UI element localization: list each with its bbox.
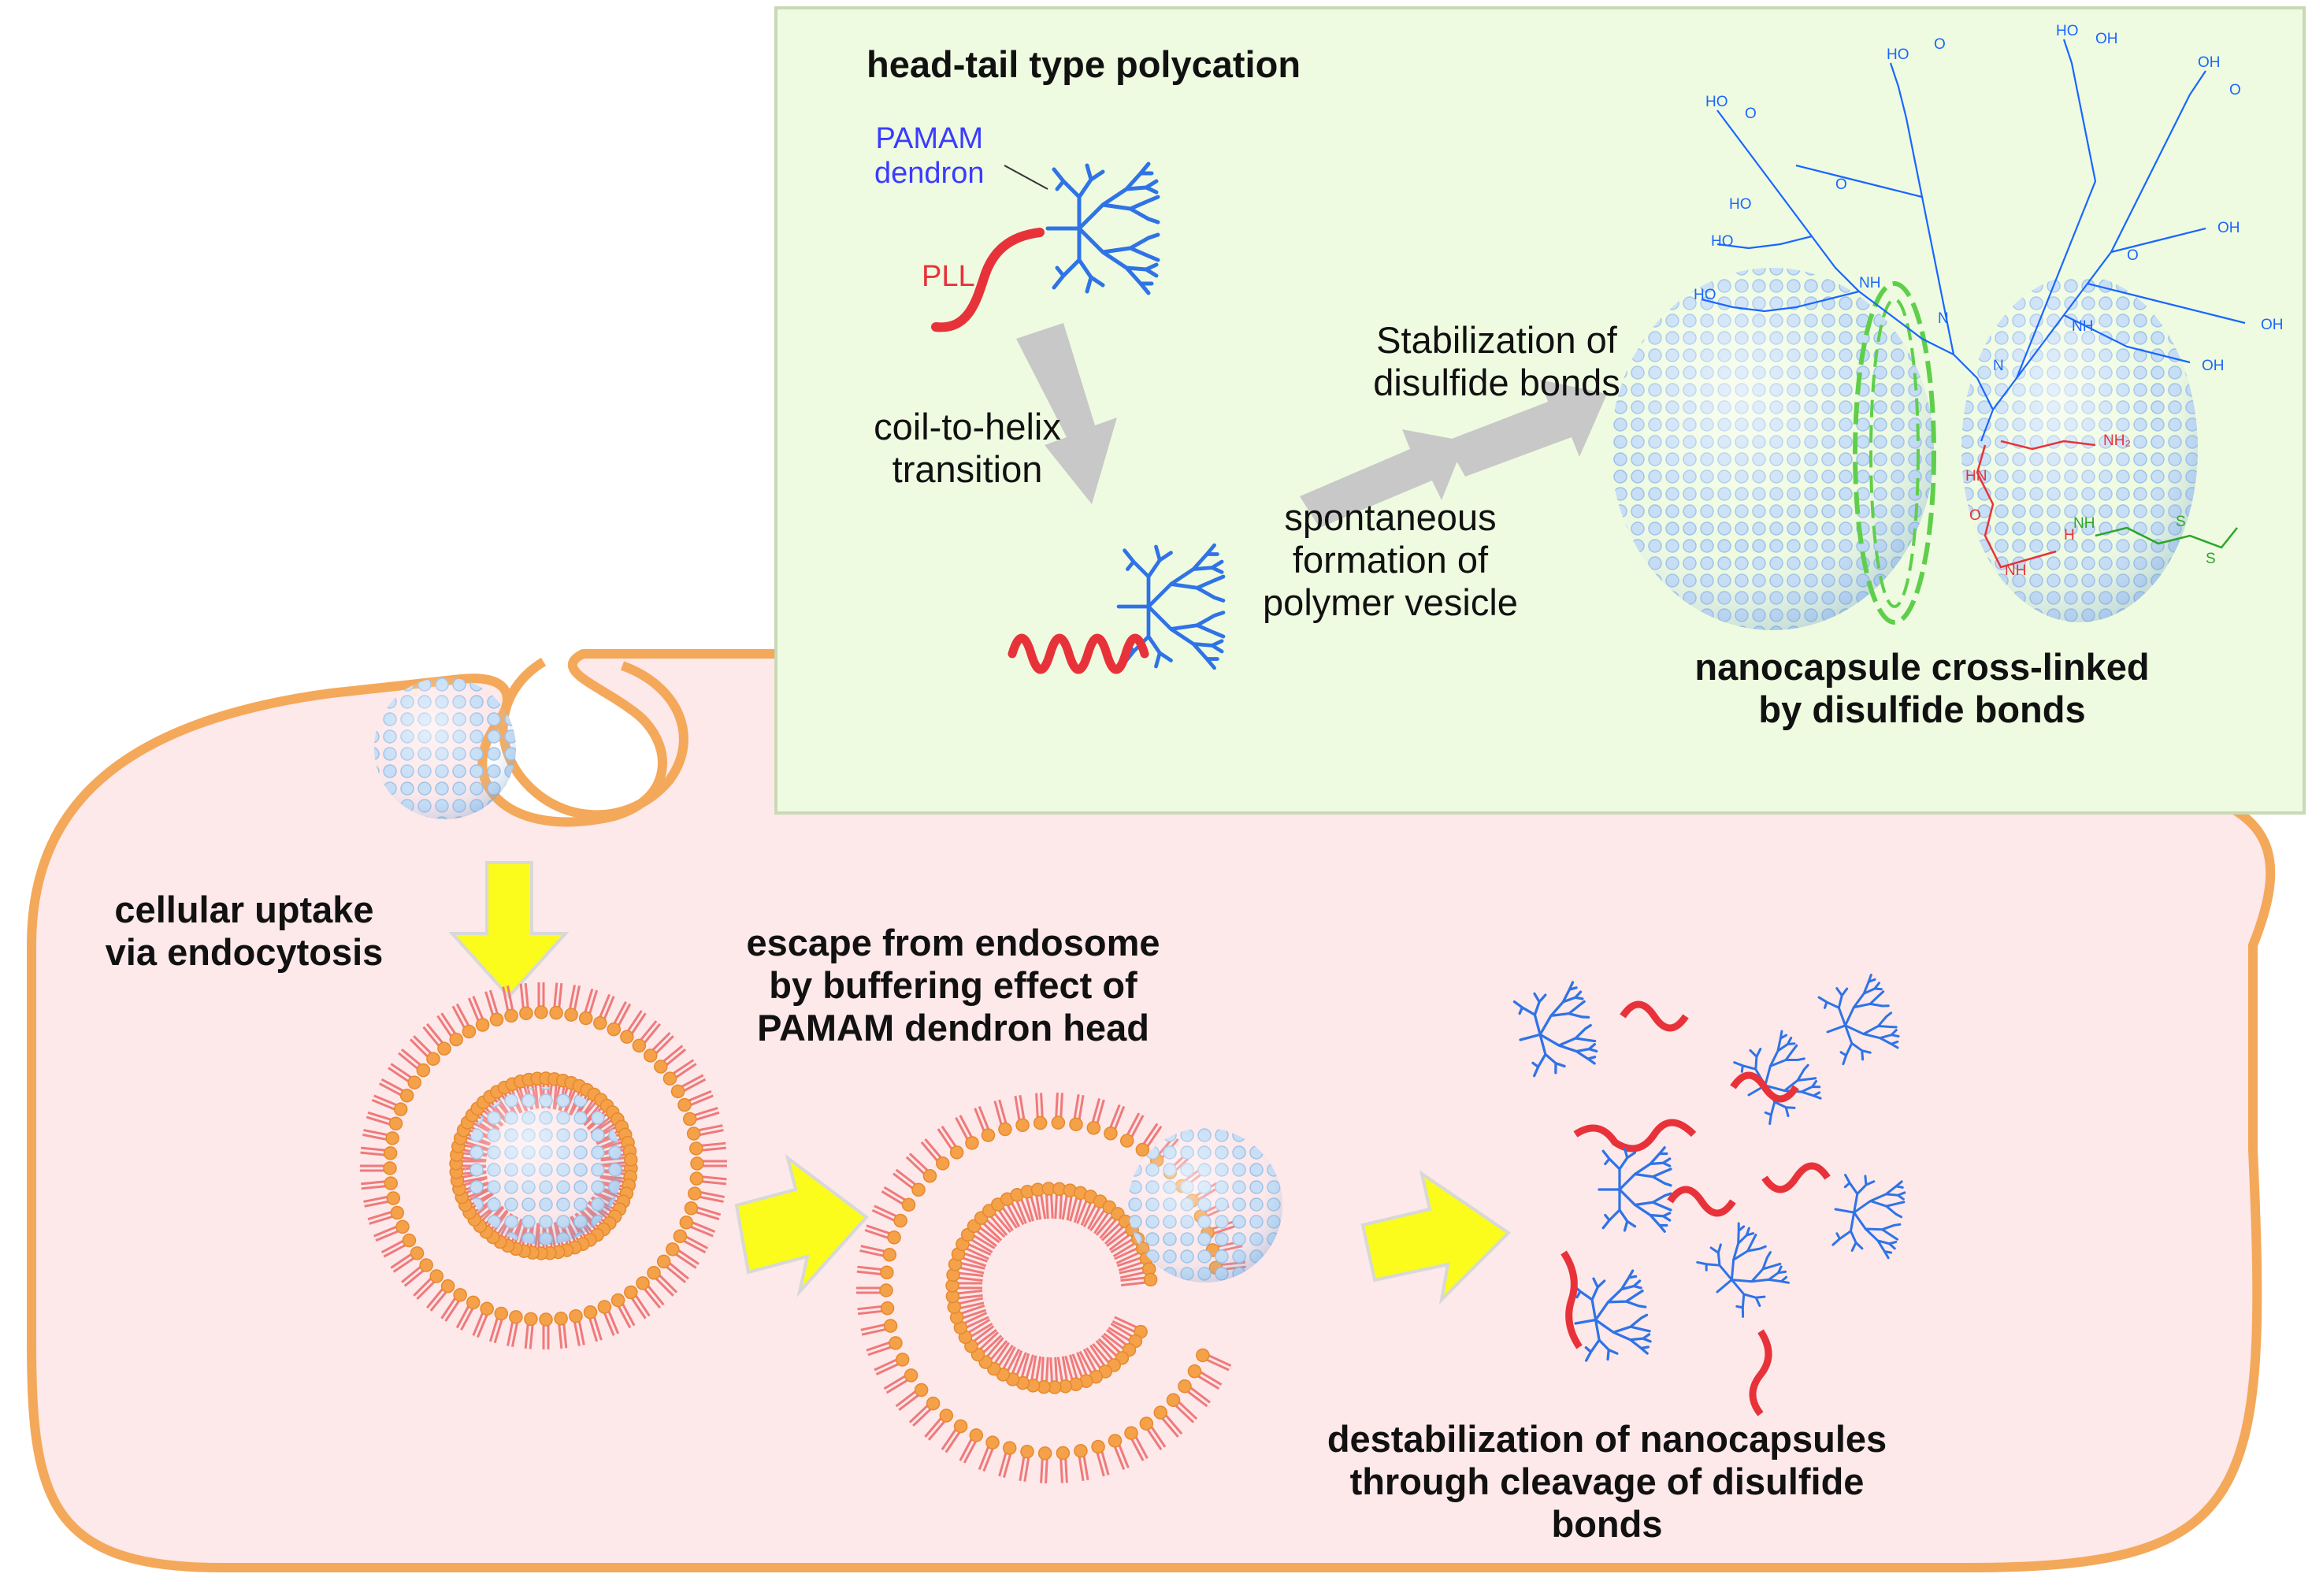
released-polycations (1508, 971, 1909, 1416)
svg-text:O: O (1934, 36, 1946, 53)
svg-text:HN: HN (1965, 468, 1987, 484)
cell-membrane (27, 649, 2276, 1572)
svg-text:HO: HO (1711, 233, 1734, 250)
svg-text:S: S (2176, 514, 2186, 530)
spontaneous-label: spontaneous formation of polymer vesicle (1225, 496, 1556, 624)
destab-label: destabilization of nanocapsules through … (1276, 1418, 1938, 1546)
coil-helix-line-2: transition (892, 448, 1043, 491)
svg-text:H: H (2064, 527, 2075, 544)
arrow-uptake (448, 861, 570, 999)
svg-text:O: O (1835, 176, 1847, 193)
pamam-line-2: dendron (874, 156, 985, 190)
svg-text:HO: HO (1705, 94, 1728, 110)
svg-text:NH: NH (2005, 562, 2026, 579)
svg-text:OH: OH (2202, 358, 2225, 374)
nanocapsule-label: nanocapsule cross-linked by disulfide bo… (1646, 646, 2198, 731)
svg-text:NH: NH (1859, 275, 1880, 291)
svg-text:HO: HO (1887, 46, 1909, 63)
uptake-label: cellular uptake via endocytosis (63, 889, 425, 974)
svg-text:HO: HO (1729, 196, 1752, 213)
arrow-destab (1360, 1170, 1512, 1305)
svg-text:N: N (1993, 358, 2004, 374)
svg-text:O: O (1969, 507, 1981, 524)
svg-text:OH: OH (2198, 54, 2221, 71)
escape-line-2: by buffering effect of (769, 964, 1137, 1007)
escape-label: escape from endosome by buffering effect… (709, 922, 1197, 1049)
svg-text:NH: NH (2072, 318, 2093, 335)
spontaneous-line-2: formation of (1292, 539, 1489, 581)
stabilization-label: Stabilization of disulfide bonds (1339, 319, 1654, 404)
arrow-coil-to-helix (1016, 323, 1117, 504)
endocytosed-sphere (374, 677, 516, 819)
endosome-sphere (465, 1087, 622, 1245)
svg-text:OH: OH (2095, 31, 2118, 47)
destab-line-2: through cleavage of disulfide (1349, 1461, 1865, 1503)
escape-line-3: PAMAM dendron head (757, 1007, 1149, 1049)
spontaneous-line-1: spontaneous (1284, 496, 1497, 538)
arrow-vesicle (1300, 429, 1465, 528)
nanocapsule-line-1: nanocapsule cross-linked (1694, 646, 2150, 688)
svg-text:OH: OH (2261, 317, 2284, 333)
svg-text:O: O (2229, 82, 2241, 98)
pamam-structure (1701, 39, 2246, 442)
side-chain: NH₂ HN O NH H NH S S (1965, 432, 2238, 579)
nanocapsule (1611, 268, 2198, 630)
nanocapsule-line-2: by disulfide bonds (1758, 689, 2086, 731)
coil-helix-label: coil-to-helix transition (849, 406, 1085, 491)
svg-text:S: S (2206, 551, 2216, 567)
svg-text:NH: NH (2073, 515, 2095, 532)
arrow-escape (734, 1154, 869, 1298)
destab-line-1: destabilization of nanocapsules (1327, 1418, 1887, 1460)
pll-helix (1008, 633, 1149, 674)
uptake-line-1: cellular uptake (114, 889, 374, 930)
escape-line-1: escape from endosome (746, 922, 1160, 963)
panel-title: head-tail type polycation (867, 43, 1301, 85)
disulfide-rim (1853, 281, 1936, 625)
pamam-line-1: PAMAM (875, 122, 983, 155)
stabilization-line-2: disulfide bonds (1373, 362, 1620, 404)
coil-helix-line-1: coil-to-helix (874, 406, 1061, 447)
spontaneous-line-3: polymer vesicle (1263, 581, 1518, 624)
svg-text:NH₂: NH₂ (2103, 432, 2131, 449)
stabilization-line-1: Stabilization of (1376, 319, 1617, 361)
svg-text:OH: OH (2217, 220, 2240, 236)
svg-text:HO: HO (2056, 23, 2079, 39)
svg-text:O: O (2127, 247, 2139, 264)
escaping-sphere (1128, 1128, 1282, 1282)
svg-text:N: N (1938, 310, 1949, 327)
pamam-label: PAMAM dendron (874, 122, 984, 191)
svg-text:HO: HO (1694, 287, 1716, 303)
uptake-line-2: via endocytosis (105, 931, 384, 974)
pll-label: PLL (922, 260, 975, 293)
arrow-stabilization (1445, 380, 1607, 477)
destab-line-3: bonds (1551, 1503, 1663, 1546)
svg-text:O: O (1745, 106, 1757, 122)
pll-coil (931, 228, 1045, 332)
